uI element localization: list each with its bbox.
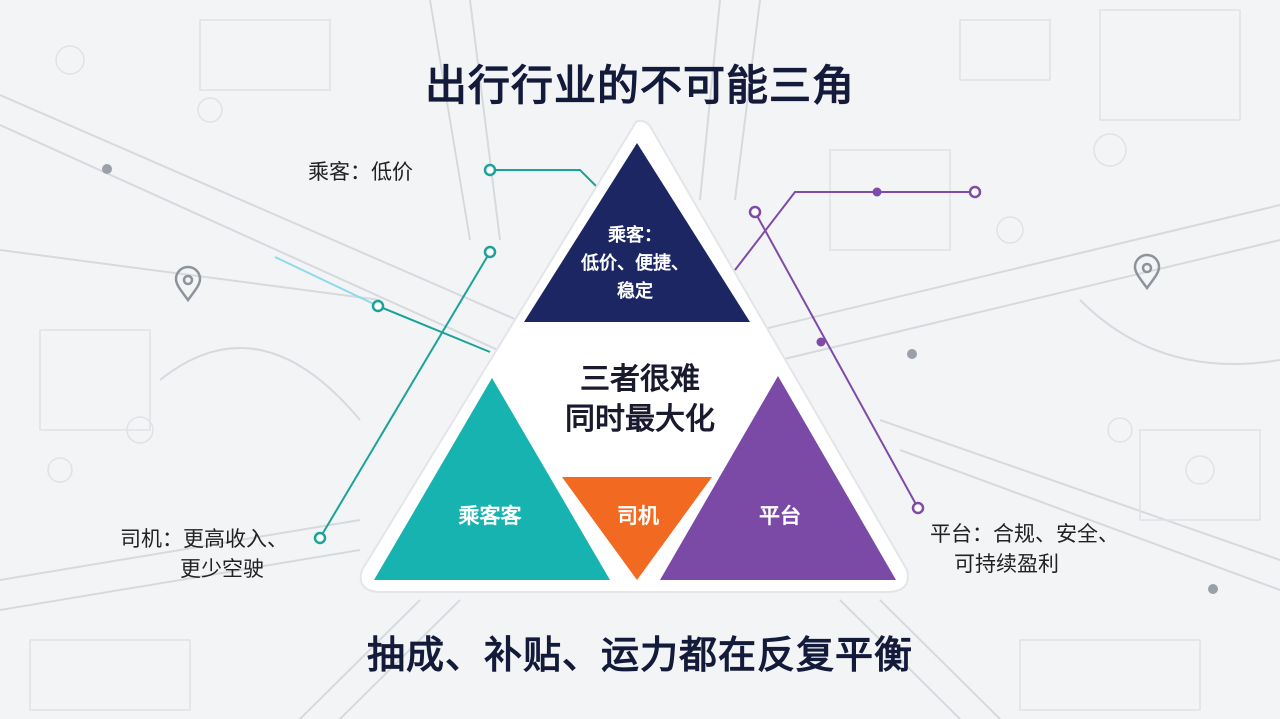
- right-triangle-label: 平台: [759, 504, 801, 528]
- connector-driver: [319, 251, 491, 539]
- platform-callout-line2: 可持续盈利: [954, 552, 1059, 576]
- bottom-caption: 抽成、补贴、运力都在反复平衡: [366, 633, 913, 677]
- connector-dot: [968, 185, 982, 199]
- platform-callout: 平台：合规、安全、 可持续盈利: [930, 519, 1119, 579]
- top-triangle-line3: 稳定: [617, 281, 653, 302]
- left-triangle-label: 乘客客: [458, 504, 522, 528]
- connector-platform: [754, 211, 919, 509]
- connector-dot: [483, 245, 497, 259]
- driver-callout-line2: 更少空驶: [180, 557, 264, 581]
- middle-triangle: [562, 477, 712, 580]
- connector-dot: [816, 337, 826, 347]
- purple-connectors: [734, 191, 975, 509]
- connector-dot: [911, 501, 925, 515]
- top-triangle-line1: 乘客：: [608, 225, 662, 246]
- right-triangle: [660, 376, 896, 580]
- top-triangle-line2: 低价、便捷、: [581, 253, 689, 274]
- driver-callout-line1: 司机：更高收入、: [120, 527, 288, 551]
- top-triangle: [524, 143, 750, 322]
- connector-map-highlight: [274, 256, 379, 307]
- connector-passenger: [490, 169, 601, 191]
- center-line1: 三者很难: [580, 362, 700, 397]
- center-label: 三者很难 同时最大化: [520, 360, 760, 440]
- passenger-callout: 乘客：低价: [308, 160, 413, 184]
- middle-triangle-label: 司机: [617, 504, 659, 528]
- center-line2: 同时最大化: [565, 402, 715, 437]
- connector-dot: [872, 187, 882, 197]
- teal-connectors: [274, 169, 601, 539]
- left-triangle: [374, 378, 610, 580]
- connector-dot: [483, 163, 497, 177]
- connector-dot: [371, 299, 385, 313]
- connector-platform-top: [734, 191, 975, 271]
- page-title: 出行行业的不可能三角: [424, 61, 855, 110]
- top-triangle-label: 乘客： 低价、便捷、 稳定: [560, 222, 710, 306]
- platform-callout-line1: 平台：合规、安全、: [930, 522, 1119, 546]
- connector-map: [377, 305, 491, 353]
- driver-callout: 司机：更高收入、 更少空驶: [120, 524, 288, 584]
- connector-dot: [748, 205, 762, 219]
- connector-dot: [313, 531, 327, 545]
